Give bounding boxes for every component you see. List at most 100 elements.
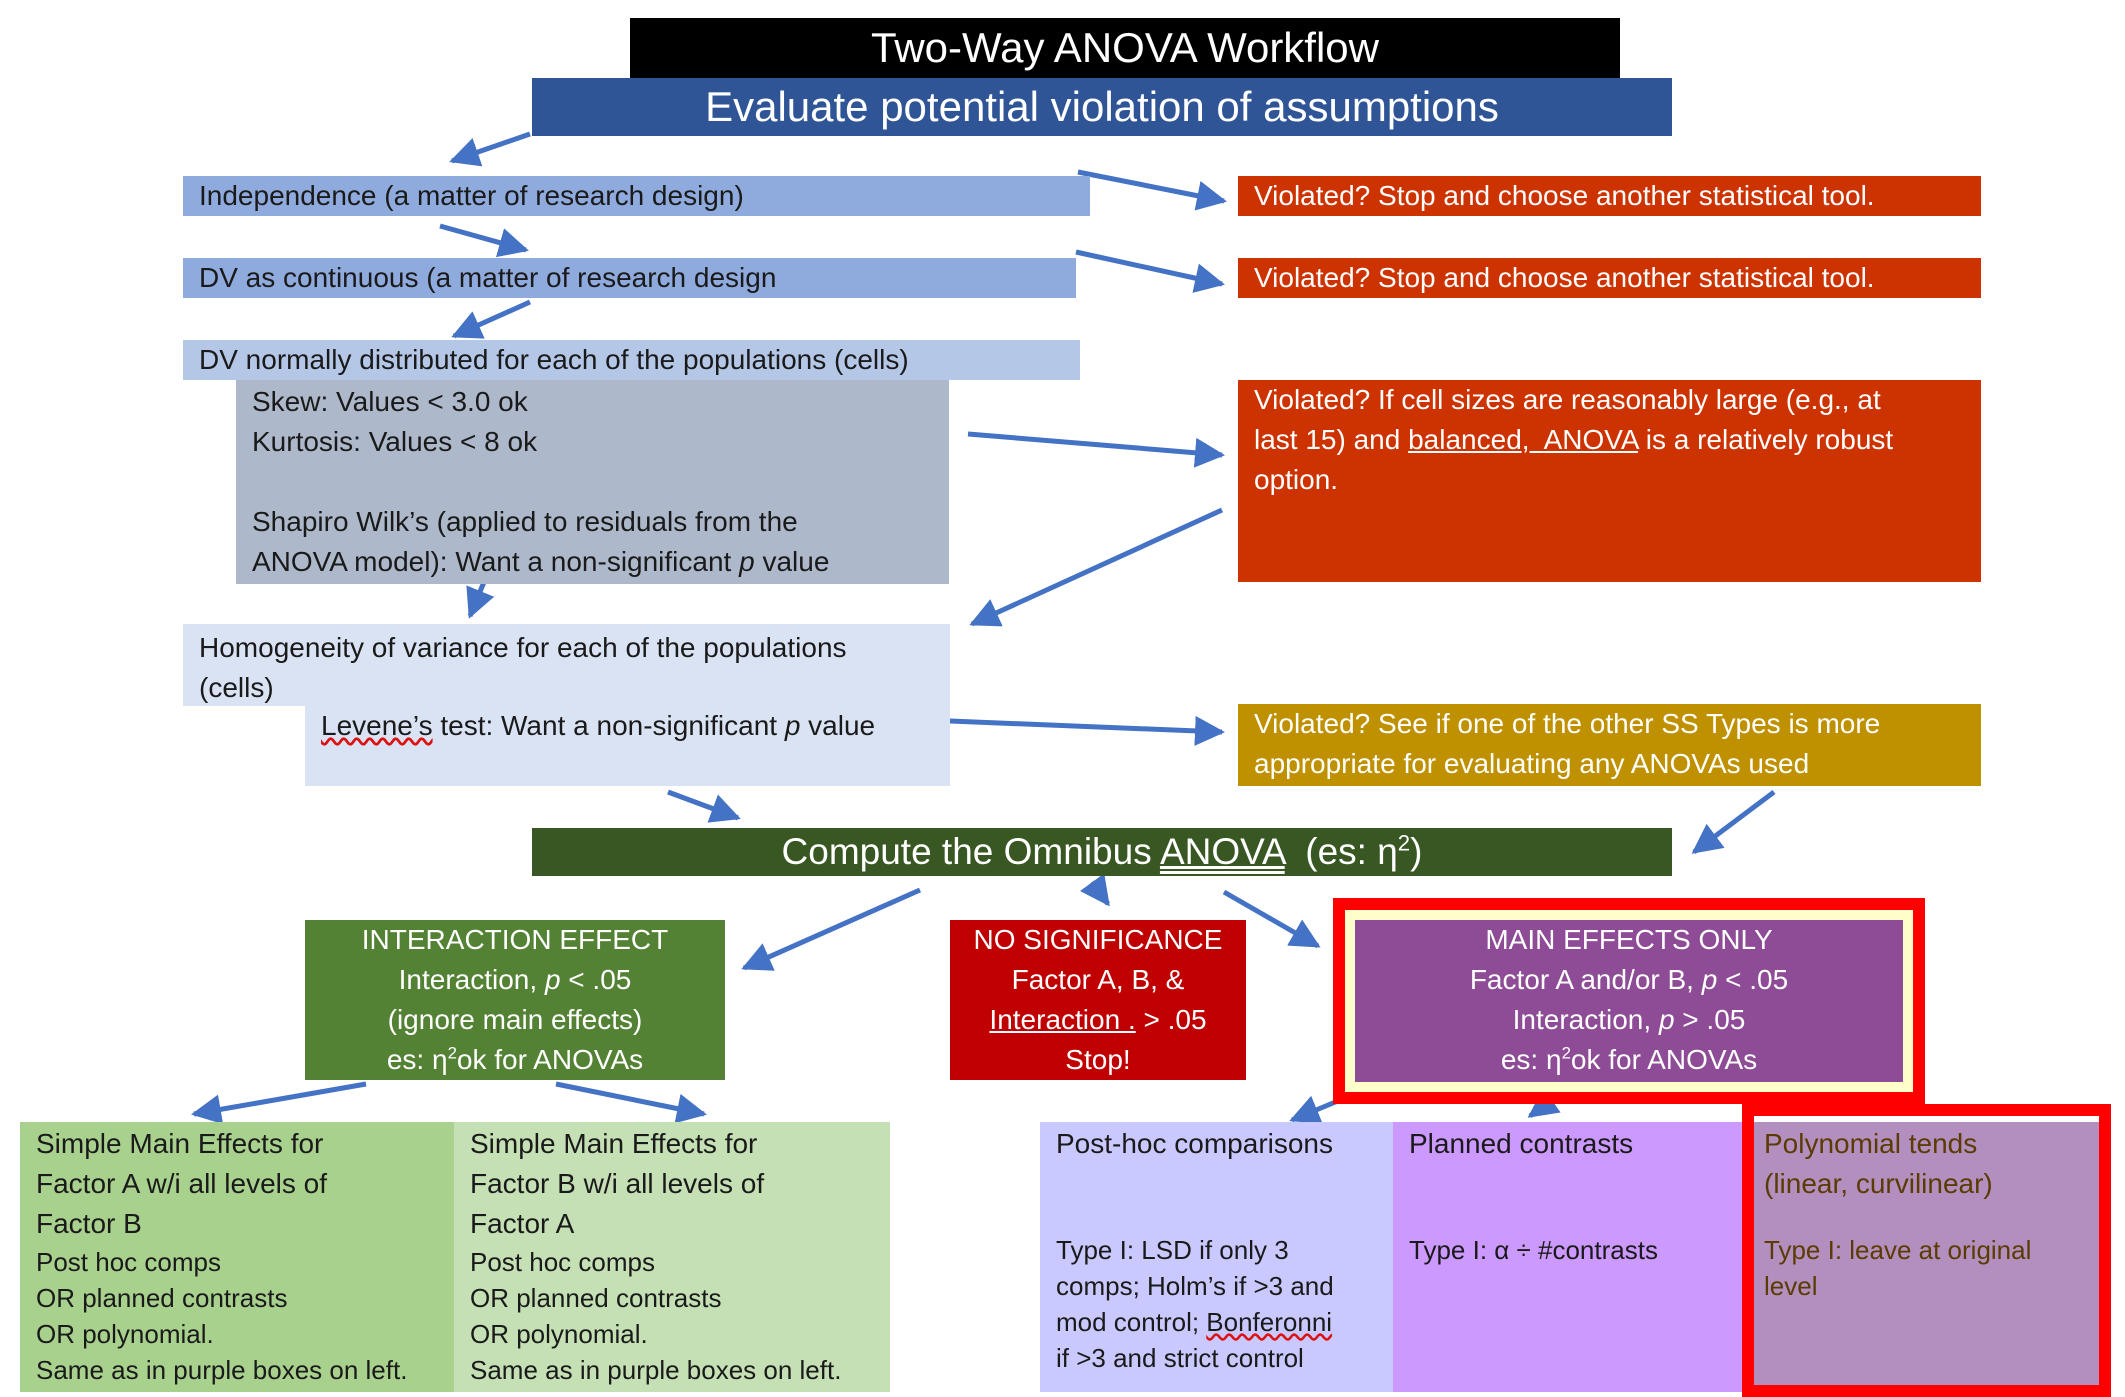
nosig-line2: Factor A, B, & <box>1011 964 1185 995</box>
poly-l3: Type I: leave at original <box>1764 1235 2032 1265</box>
independence-box: Independence (a matter of research desig… <box>183 176 1090 216</box>
arrow-interaction-to-sme-a <box>191 1081 367 1125</box>
levene-post: value <box>800 710 876 741</box>
shapiro-post: value <box>754 546 830 577</box>
evaluate-assumptions-header: Evaluate potential violation of assumpti… <box>532 78 1672 136</box>
arrow-independence-to-dv-continuous <box>439 223 529 258</box>
main-line1: MAIN EFFECTS ONLY <box>1485 924 1773 955</box>
interaction-es-post: ok for ANOVAs <box>456 1044 644 1075</box>
homogeneity-box: Homogeneity of variance for each of the … <box>183 624 950 706</box>
normality-tests-box: Skew: Values < 3.0 ok Kurtosis: Values <… <box>236 380 949 584</box>
shapiro-p: p <box>739 546 755 577</box>
violation-homogeneity: Violated? See if one of the other SS Typ… <box>1238 704 1981 786</box>
omnibus-close: ) <box>1410 831 1423 872</box>
dv-continuous-box: DV as continuous (a matter of research d… <box>183 258 1076 298</box>
v3-post: is a relatively robust <box>1637 424 1894 455</box>
main-sup: 2 <box>1561 1043 1571 1063</box>
sme-a-l5: OR planned contrasts <box>36 1283 288 1313</box>
sme-b-l4: Post hoc comps <box>470 1247 655 1277</box>
arrow-violation4-to-omnibus <box>1691 790 1776 854</box>
main-line3: Interaction, p > .05 <box>1355 1000 1903 1040</box>
violation-normality-line1: Violated? If cell sizes are reasonably l… <box>1254 384 1881 415</box>
main-line3-post: > .05 <box>1674 1004 1746 1035</box>
nosig-interaction: Interaction . <box>989 1004 1136 1035</box>
interaction-effect-box: INTERACTION EFFECT Interaction, p < .05 … <box>305 920 725 1080</box>
spacer <box>252 462 949 502</box>
simple-main-effects-b-box: Simple Main Effects for Factor B w/i all… <box>454 1122 890 1392</box>
dv-normal-box: DV normally distributed for each of the … <box>183 340 1080 380</box>
violation-normality: Violated? If cell sizes are reasonably l… <box>1238 380 1981 582</box>
polynomial-trends-box: Polynomial tends (linear, curvilinear) T… <box>1754 1122 2099 1385</box>
v3-pre: last 15) and <box>1254 424 1409 455</box>
levene-line: Levene’s test: Want a non-significant p … <box>321 706 950 746</box>
arrow-levene-to-violation4 <box>949 715 1225 746</box>
poly-l2: (linear, curvilinear) <box>1764 1168 1993 1199</box>
posthoc-l3-pre: mod control; <box>1056 1307 1207 1337</box>
nosig-line1: NO SIGNIFICANCE <box>973 924 1223 955</box>
no-significance-box: NO SIGNIFICANCE Factor A, B, & Interacti… <box>950 920 1246 1080</box>
omnibus-anova-box: Compute the Omnibus ANOVA (es: η2) <box>532 828 1672 876</box>
v3-anova: ANOVA <box>1543 424 1638 455</box>
main-line3-p: p <box>1658 1004 1675 1035</box>
main-line4: es: η2ok for ANOVAs <box>1355 1040 1903 1080</box>
omnibus-sup: 2 <box>1397 830 1411 856</box>
posthoc-title: Post-hoc comparisons <box>1056 1128 1334 1159</box>
page-title: Two-Way ANOVA Workflow <box>630 18 1620 78</box>
omnibus-post: (es: η <box>1284 831 1398 872</box>
main-line3-pre: Interaction, <box>1512 1004 1659 1035</box>
sme-b-l7: Same as in purple boxes on left. <box>470 1355 842 1385</box>
arrow-normal-to-violation3 <box>967 431 1225 468</box>
omnibus-anova: ANOVA <box>1159 831 1285 872</box>
arrow-levene-to-omnibus <box>667 789 741 823</box>
sme-b-l2: Factor B w/i all levels of <box>470 1168 765 1199</box>
sme-a-l1: Simple Main Effects for <box>36 1128 324 1159</box>
levene-p: p <box>784 710 801 741</box>
sme-a-l6: OR polynomial. <box>36 1319 214 1349</box>
arrow-evaluate-to-independence <box>449 131 531 167</box>
violation-independence: Violated? Stop and choose another statis… <box>1238 176 1981 216</box>
arrow-independence-to-violation1 <box>1077 169 1227 211</box>
interaction-p: p <box>544 964 561 995</box>
interaction-line2: Interaction, p < .05 <box>305 960 725 1000</box>
planned-title: Planned contrasts <box>1409 1128 1634 1159</box>
arrow-interaction-to-sme-b <box>555 1081 707 1124</box>
posthoc-l4: if >3 and strict control <box>1056 1343 1304 1373</box>
homogeneity-line1: Homogeneity of variance for each of the … <box>199 632 847 663</box>
arrow-normal-to-homogeneity <box>466 581 495 619</box>
posthoc-l3: mod control; Bonferonni <box>1056 1304 1385 1340</box>
interaction-sup: 2 <box>447 1043 457 1063</box>
violation-dv-continuous: Violated? Stop and choose another statis… <box>1238 258 1981 298</box>
levene-box: Levene’s test: Want a non-significant p … <box>305 706 950 786</box>
planned-contrasts-box: Planned contrasts Type I: α ÷ #contrasts <box>1393 1122 1755 1392</box>
arrow-dv-continuous-to-dv-normal <box>451 299 532 339</box>
spacer <box>1056 1164 1385 1232</box>
sme-b-l1: Simple Main Effects for <box>470 1128 758 1159</box>
posthoc-bonferonni: Bonferonni <box>1206 1307 1333 1337</box>
posthoc-l1: Type I: LSD if only 3 <box>1056 1235 1289 1265</box>
interaction-line4: es: η2ok for ANOVAs <box>305 1040 725 1080</box>
main-effects-highlight-frame <box>1333 898 1925 1104</box>
shapiro-line1: Shapiro Wilk’s (applied to residuals fro… <box>252 506 798 537</box>
main-line2: Factor A and/or B, p < .05 <box>1355 960 1903 1000</box>
sme-a-l4: Post hoc comps <box>36 1247 221 1277</box>
violation-normality-line2: last 15) and balanced, ANOVA is a relati… <box>1254 420 1967 460</box>
main-line2-post: < .05 <box>1717 964 1789 995</box>
sme-a-l3: Factor B <box>36 1208 142 1239</box>
sme-a-l2: Factor A w/i all levels of <box>36 1168 328 1199</box>
sme-a-l7: Same as in purple boxes on left. <box>36 1355 408 1385</box>
shapiro-line2: ANOVA model): Want a non-significant p v… <box>252 542 949 582</box>
spacer <box>1764 1204 2091 1232</box>
main-effects-only-box: MAIN EFFECTS ONLY Factor A and/or B, p <… <box>1355 920 1903 1082</box>
interaction-line1: INTERACTION EFFECT <box>361 924 669 955</box>
poly-l1: Polynomial tends <box>1764 1128 1978 1159</box>
arrow-violation3-to-homogeneity <box>969 507 1224 627</box>
main-line2-pre: Factor A and/or B, <box>1469 964 1702 995</box>
interaction-pre: Interaction, <box>398 964 545 995</box>
interaction-es: es: η <box>386 1044 448 1075</box>
kurtosis-text: Kurtosis: Values < 8 ok <box>252 426 538 457</box>
sme-b-l5: OR planned contrasts <box>470 1283 722 1313</box>
poly-l4: level <box>1764 1271 1818 1301</box>
shapiro-pre: ANOVA model): Want a non-significant <box>252 546 740 577</box>
interaction-post: < .05 <box>560 964 632 995</box>
skew-text: Skew: Values < 3.0 ok <box>252 386 528 417</box>
